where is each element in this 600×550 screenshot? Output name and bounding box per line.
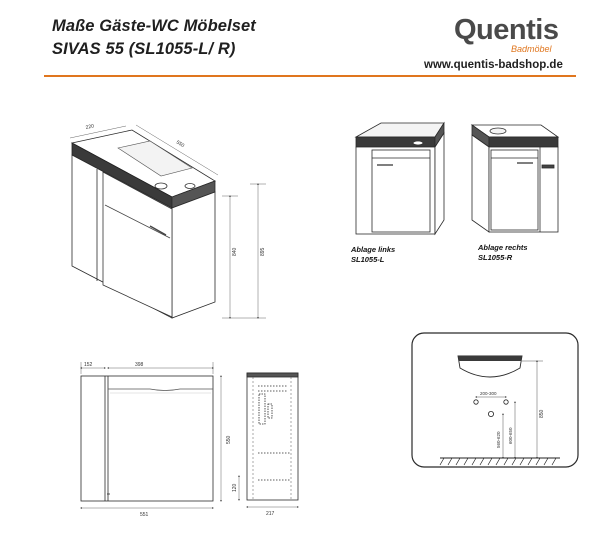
variant-left-drawing [354, 121, 445, 236]
dim-install-height-1: 560-620 [496, 431, 501, 448]
dim-height-total-label: 895 [260, 247, 266, 256]
variant-right-name: Ablage rechts [477, 243, 528, 252]
perspective-view [70, 129, 216, 319]
dim-front-height: 550 [226, 435, 232, 444]
side-view-drawing [246, 372, 299, 501]
page-subtitle: SIVAS 55 (SL1055-L/ R) [52, 40, 236, 58]
installation-diagram [411, 332, 579, 468]
dim-side-lower: 120 [232, 483, 238, 492]
variant-left-code: SL1055-L [351, 255, 385, 264]
variant-right-drawing [470, 124, 560, 233]
variant-left-name: Ablage links [350, 245, 395, 254]
dim-install-height-2: 600-650 [508, 427, 513, 444]
dim-front-left: 152 [84, 362, 93, 368]
perspective-dimensions [69, 124, 266, 319]
front-view-dimensions [80, 362, 222, 509]
dim-height-body-label: 840 [232, 247, 238, 256]
shop-url-link[interactable]: www.quentis-badshop.de [424, 59, 563, 71]
side-view-dimensions [238, 475, 299, 508]
dim-front-total-width: 551 [140, 512, 149, 518]
dim-install-height-total: 850 [539, 409, 545, 418]
dim-install-horizontal: 200-300 [480, 391, 497, 396]
header-divider [44, 75, 576, 77]
dim-front-right: 398 [135, 362, 144, 368]
dim-side-depth: 217 [266, 511, 275, 517]
variant-right-code: SL1055-R [478, 253, 513, 262]
dim-width-label: 550 [175, 140, 185, 150]
brand-logo: Quentis [454, 14, 559, 46]
dim-depth-label: 220 [85, 123, 95, 131]
front-view-drawing [80, 375, 214, 502]
page-title: Maße Gäste-WC Möbelset [52, 17, 256, 35]
brand-logo-subtext: Badmöbel [511, 44, 552, 54]
